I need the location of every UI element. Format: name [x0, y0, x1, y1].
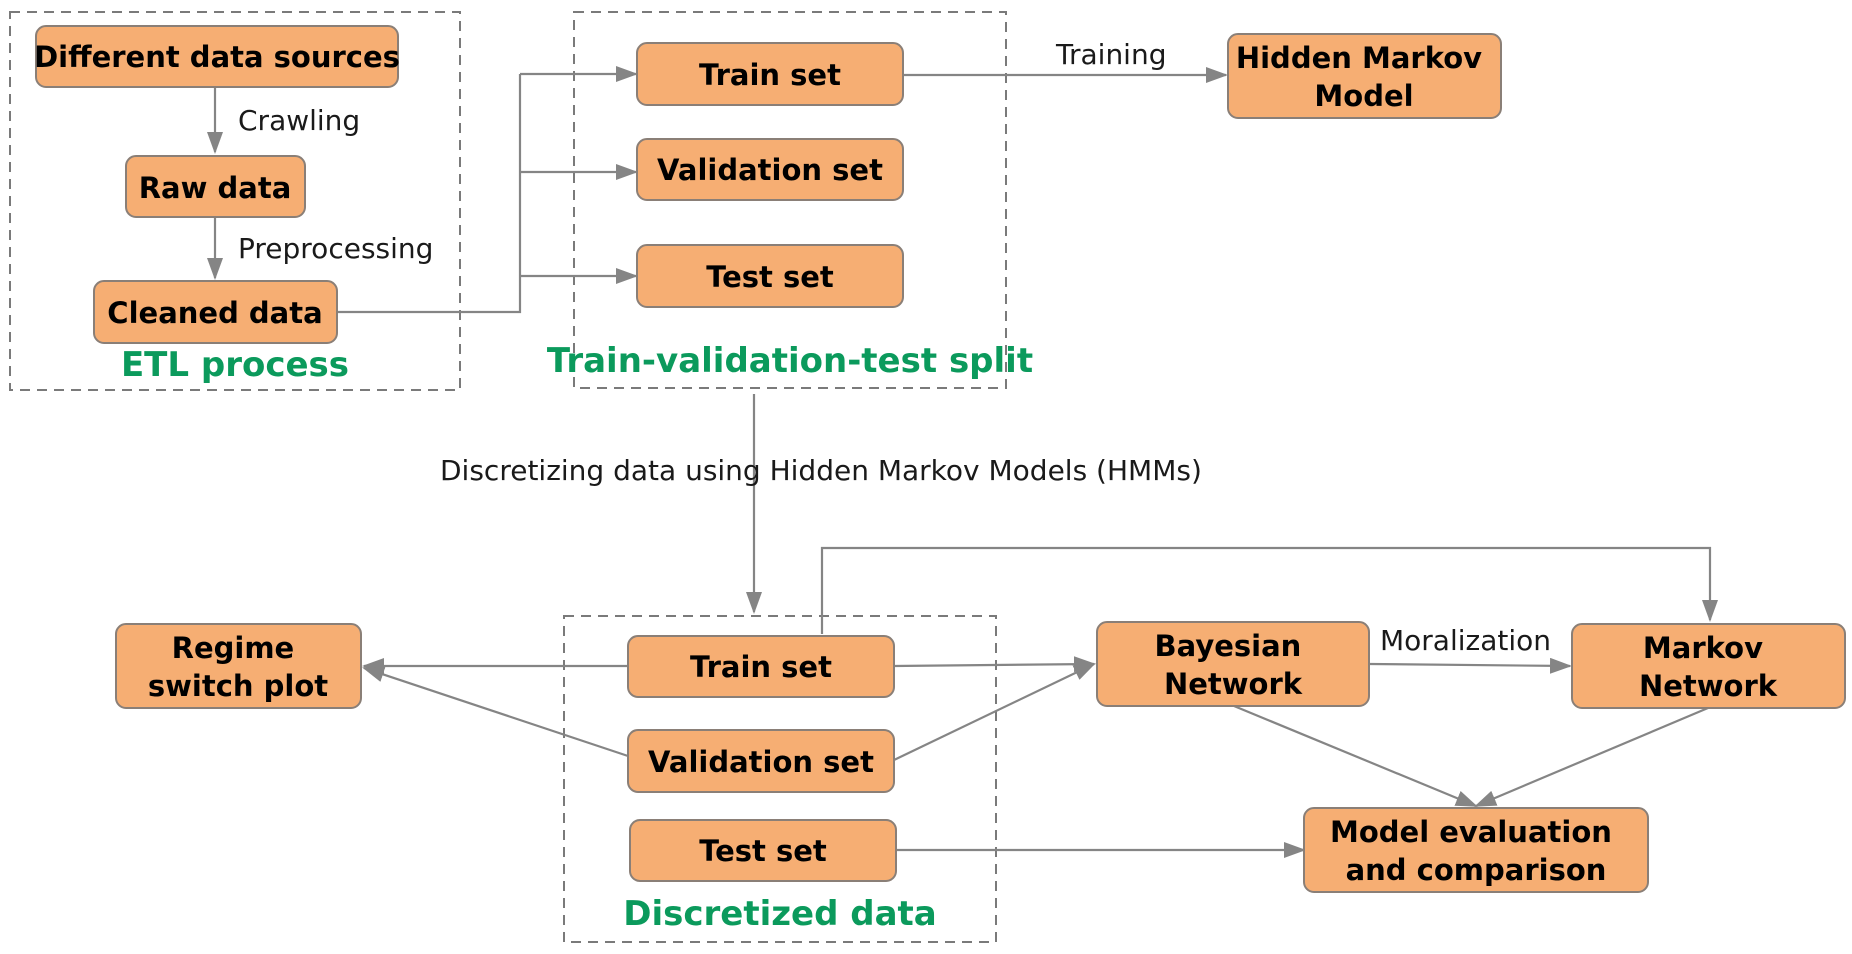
svg-text:Train set: Train set	[699, 58, 841, 92]
node-test-set-split: Test set	[636, 244, 904, 308]
svg-text:Test set: Test set	[699, 834, 827, 868]
node-validation-set-discretized: Validation set	[627, 729, 895, 793]
node-validation-set-split: Validation set	[636, 138, 904, 201]
svg-text:Train set: Train set	[690, 650, 832, 684]
svg-text:Cleaned data: Cleaned data	[107, 296, 322, 330]
edges	[207, 66, 1718, 858]
edge-markov-eval	[1474, 706, 1709, 808]
node-hidden-markov-model: Hidden Markov Model	[1227, 33, 1502, 119]
split-group: Train-validation-test split	[547, 11, 1033, 389]
node-train-set-split: Train set	[636, 42, 904, 106]
training-label: Training	[1055, 38, 1166, 71]
svg-text:Different data sources: Different data sources	[34, 40, 400, 74]
edge-bayes-markov	[1369, 657, 1572, 674]
svg-text:Validation set: Validation set	[648, 745, 874, 779]
node-markov-network: Markov Network	[1571, 623, 1846, 709]
moralization-label: Moralization	[1380, 624, 1551, 657]
etl-group: ETL process	[9, 11, 461, 391]
edge-val2-regime	[362, 666, 629, 758]
discretizing-label: Discretizing data using Hidden Markov Mo…	[440, 454, 1202, 487]
node-cleaned-data: Cleaned data	[93, 280, 338, 344]
node-different-data-sources: Different data sources	[34, 25, 400, 88]
svg-text:Bayesian Network: Bayesian Network	[1155, 629, 1312, 701]
edge-val2-bayes	[893, 663, 1096, 761]
edge-train2-bayes	[893, 656, 1096, 673]
svg-text:Model evaluation and com: Model evaluation and comparison	[1330, 815, 1622, 887]
svg-text:Markov Network: Markov Network	[1639, 631, 1778, 703]
discretized-group: Discretized data	[563, 615, 997, 943]
edge-train2-markov	[820, 546, 1718, 634]
node-test-set-discretized: Test set	[629, 819, 897, 882]
discretized-group-title: Discretized data	[623, 894, 937, 934]
svg-text:Regime switch plot: Regime switch plot	[148, 631, 328, 703]
svg-text:Test set: Test set	[706, 260, 834, 294]
preprocessing-label: Preprocessing	[238, 232, 433, 265]
node-bayesian-network: Bayesian Network	[1096, 621, 1370, 707]
crawling-label: Crawling	[238, 104, 360, 137]
node-regime-switch-plot: Regime switch plot	[115, 623, 362, 709]
node-raw-data: Raw data	[125, 155, 306, 218]
svg-text:Hidden Markov Model: Hidden Markov Model	[1236, 41, 1492, 113]
svg-text:Validation set: Validation set	[657, 153, 883, 187]
svg-text:Raw data: Raw data	[139, 171, 292, 205]
node-train-set-discretized: Train set	[627, 635, 895, 698]
edge-bayes-eval	[1233, 704, 1478, 808]
etl-group-title: ETL process	[121, 345, 349, 385]
node-model-evaluation: Model evaluation and comparison	[1303, 807, 1649, 893]
split-group-title: Train-validation-test split	[547, 341, 1033, 381]
edge-cleaned-split	[338, 74, 522, 314]
